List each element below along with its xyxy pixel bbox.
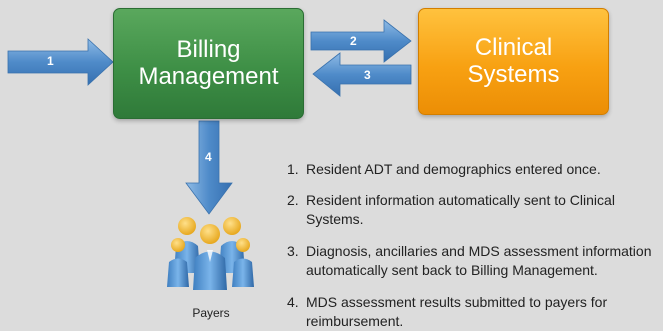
step-number: 1. bbox=[287, 161, 299, 177]
clinical-systems-box: Clinical Systems bbox=[418, 8, 609, 115]
arrow-1-label: 1 bbox=[47, 54, 54, 68]
step-item-3: 3. Diagnosis, ancillaries and MDS assess… bbox=[287, 242, 663, 280]
step-number: 3. bbox=[287, 243, 299, 259]
payers-label: Payers bbox=[192, 306, 230, 320]
step-text: Resident ADT and demographics entered on… bbox=[306, 161, 601, 177]
step-number: 2. bbox=[287, 192, 299, 208]
arrow-4-label: 4 bbox=[205, 150, 212, 164]
steps-list: 1. Resident ADT and demographics entered… bbox=[287, 160, 663, 331]
arrow-2-label: 2 bbox=[350, 34, 357, 48]
step-item-4: 4. MDS assessment results submitted to p… bbox=[287, 293, 663, 331]
billing-management-box: Billing Management bbox=[113, 8, 304, 119]
clinical-box-line2: Systems bbox=[467, 60, 560, 88]
arrow-3-label: 3 bbox=[364, 68, 371, 82]
step-number: 4. bbox=[287, 294, 299, 310]
arrow-1-icon bbox=[7, 38, 114, 86]
billing-box-line1: Billing bbox=[176, 35, 241, 63]
step-item-1: 1. Resident ADT and demographics entered… bbox=[287, 160, 663, 179]
billing-box-line2: Management bbox=[138, 62, 279, 90]
arrow-2-icon bbox=[310, 19, 412, 63]
step-item-2: 2. Resident information automatically se… bbox=[287, 191, 663, 229]
arrow-3-icon bbox=[312, 52, 412, 97]
step-text: MDS assessment results submitted to paye… bbox=[306, 294, 608, 329]
arrow-4-icon bbox=[185, 120, 233, 215]
clinical-box-line1: Clinical bbox=[474, 33, 553, 61]
people-group-icon bbox=[167, 217, 254, 290]
step-text: Resident information automatically sent … bbox=[306, 192, 615, 227]
step-text: Diagnosis, ancillaries and MDS assessmen… bbox=[306, 243, 652, 278]
